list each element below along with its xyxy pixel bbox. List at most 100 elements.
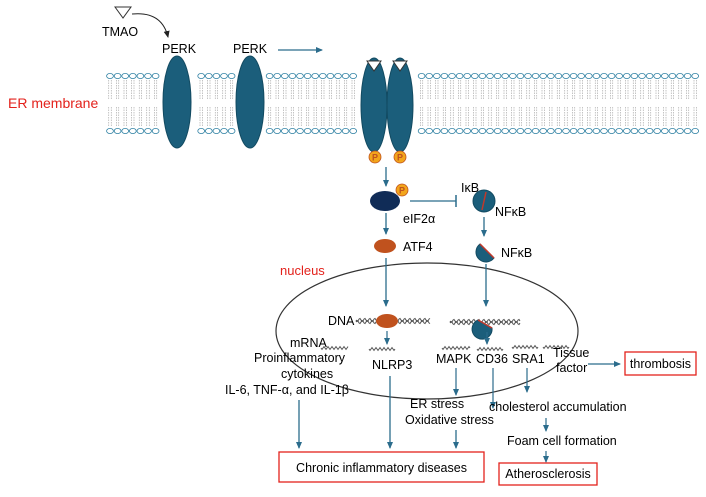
lipid-head (265, 73, 274, 80)
lipid-head (220, 73, 228, 80)
atf4-protein (374, 239, 396, 253)
lipid-head (622, 127, 631, 134)
phosphate-label: P (399, 186, 405, 196)
tmao-bound-triangle-icon (366, 60, 382, 72)
lipid-head (106, 73, 114, 80)
cytokines-label: cytokines (281, 367, 333, 381)
lipid-head (205, 73, 213, 80)
lipid-head (205, 127, 213, 134)
lipid-head (144, 127, 152, 134)
lipid-head (562, 127, 570, 134)
tmao-triangle-icon (114, 6, 132, 19)
lipid-head (668, 127, 677, 134)
ikb-bond (481, 191, 487, 211)
eif2a-protein (370, 191, 400, 211)
mrna-label: mRNA (290, 336, 327, 350)
atherosclerosis-label: Atherosclerosis (505, 467, 590, 481)
lipid-head (341, 73, 350, 80)
lipid-head (197, 73, 206, 80)
lipid-head (326, 73, 335, 80)
lipid-head (311, 127, 320, 134)
perk-protein-2 (235, 55, 265, 149)
atf4-label: ATF4 (403, 240, 433, 254)
lipid-head (501, 127, 510, 134)
lipid-head (584, 73, 593, 80)
lipid-head (463, 73, 472, 80)
tmao-arrow (131, 13, 170, 38)
lipid-head (508, 73, 517, 80)
lipid-head (554, 127, 563, 134)
lipid-head (524, 127, 532, 134)
lipid-head (493, 73, 502, 80)
lipid-head (334, 127, 342, 134)
lipid-head (577, 73, 585, 80)
lipid-head (296, 127, 304, 134)
lipid-head (668, 73, 677, 80)
lipid-head (326, 127, 335, 134)
thrombosis-label: thrombosis (630, 357, 691, 371)
lipid-head (660, 73, 669, 80)
perk-protein-1 (162, 55, 192, 149)
lipid-head (197, 127, 206, 134)
lipid-head (592, 73, 601, 80)
lipid-head (273, 73, 282, 80)
lipid-head (136, 73, 145, 80)
lipid-head (470, 73, 479, 80)
mrna-squiggle (476, 346, 504, 352)
cytokine-list-label: IL-6, TNF-α, and IL-1β (225, 383, 349, 397)
nfkb-bound-edge (477, 319, 493, 329)
foam-cell-label: Foam cell formation (507, 434, 617, 448)
thrombosis-box (624, 351, 697, 376)
eif2a-label: eIF2α (403, 212, 435, 226)
lipid-head (569, 73, 578, 80)
dna-label: DNA (328, 314, 355, 328)
mrna-squiggle (511, 344, 539, 350)
lipid-head (455, 73, 464, 80)
tissue-label: Tissue (553, 346, 589, 360)
atf4-bound-dna (376, 314, 398, 328)
lipid-head (303, 73, 312, 80)
lipid-head (645, 73, 654, 80)
mapk-label: MAPK (436, 352, 472, 366)
lipid-head (136, 127, 145, 134)
lipid-head (151, 127, 160, 134)
phosphate-circle-icon (368, 150, 382, 164)
phosphate-circle-icon (395, 183, 409, 197)
lipid-head (455, 127, 464, 134)
proinflammatory-label: Proinflammatory (254, 351, 346, 365)
phosphate-label: P (372, 153, 378, 163)
lipid-head (296, 73, 304, 80)
mrna-squiggle (542, 344, 570, 350)
lipid-head (691, 73, 699, 80)
lipid-head (524, 73, 532, 80)
lipid-head (212, 127, 221, 134)
lipid-head (554, 73, 563, 80)
lipid-head (486, 73, 494, 80)
lipid-head (425, 73, 434, 80)
lipid-head (212, 73, 221, 80)
chronic-inflammatory-label: Chronic inflammatory diseases (296, 461, 467, 475)
lipid-head (539, 127, 547, 134)
lipid-head (653, 73, 661, 80)
lipid-head (478, 73, 487, 80)
lipid-head (622, 73, 631, 80)
lipid-head (630, 127, 639, 134)
lipid-head (638, 73, 646, 80)
lipid-head (303, 127, 312, 134)
lipid-head (607, 73, 616, 80)
lipid-head (645, 127, 654, 134)
nfkb-label-2: NFκB (501, 246, 532, 260)
lipid-head (478, 127, 487, 134)
mrna-squiggle (368, 346, 396, 352)
lipid-head (273, 127, 282, 134)
chronic-inflammatory-box (278, 451, 485, 483)
lipid-head (683, 127, 692, 134)
lipid-head (440, 127, 449, 134)
lipid-head (470, 127, 479, 134)
lipid-head (425, 127, 434, 134)
lipid-head (660, 127, 669, 134)
lipid-head (584, 127, 593, 134)
lipid-head (121, 127, 129, 134)
lipid-head (676, 127, 684, 134)
lipid-head (653, 127, 661, 134)
